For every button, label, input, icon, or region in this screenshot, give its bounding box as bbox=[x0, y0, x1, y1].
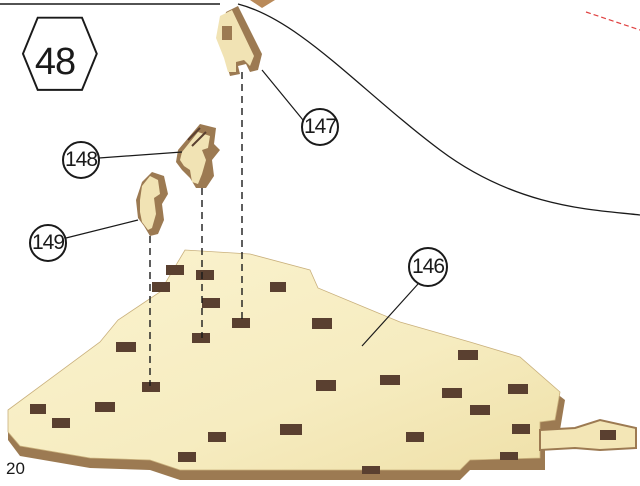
part-149 bbox=[136, 172, 168, 236]
slot bbox=[95, 402, 115, 412]
slot bbox=[166, 265, 184, 275]
callout-circle-icon bbox=[301, 108, 339, 146]
page-number: 20 bbox=[6, 459, 25, 478]
callout-circle-icon bbox=[62, 141, 100, 179]
slot bbox=[30, 404, 46, 414]
slot bbox=[380, 375, 400, 385]
part-147 bbox=[216, 6, 262, 76]
slot bbox=[458, 350, 478, 360]
slot bbox=[52, 418, 70, 428]
slot bbox=[280, 424, 302, 435]
slot bbox=[208, 432, 226, 442]
base-plate-146 bbox=[7, 249, 561, 471]
slot bbox=[270, 282, 286, 292]
callout-148: 148 bbox=[64, 148, 98, 171]
slot bbox=[470, 405, 490, 415]
slot bbox=[202, 298, 220, 308]
red-dashed-guide bbox=[585, 11, 640, 31]
slot bbox=[196, 270, 214, 280]
partial-part-top bbox=[250, 0, 275, 8]
slot bbox=[500, 452, 518, 460]
leader-148 bbox=[98, 151, 183, 159]
slot bbox=[508, 384, 528, 394]
base-plate-slots bbox=[30, 265, 530, 474]
leader-146 bbox=[361, 283, 419, 347]
slot bbox=[232, 318, 250, 328]
step-number: 48 bbox=[34, 40, 76, 83]
tab-slot bbox=[600, 430, 616, 440]
callout-circle-icon bbox=[408, 247, 448, 287]
leader-lines bbox=[65, 69, 419, 347]
leader-149 bbox=[65, 219, 139, 239]
slot bbox=[152, 282, 170, 292]
callout-circle-icon bbox=[29, 224, 67, 262]
slot bbox=[316, 380, 336, 391]
part-148 bbox=[176, 124, 220, 188]
leader-147 bbox=[261, 69, 304, 121]
placement-guides bbox=[149, 72, 243, 386]
slot bbox=[116, 342, 136, 352]
curved-guide-line bbox=[237, 3, 640, 216]
slot bbox=[362, 466, 380, 474]
slot bbox=[312, 318, 332, 329]
slot bbox=[192, 333, 210, 343]
hexagon-step-badge-icon bbox=[21, 16, 98, 91]
slot bbox=[406, 432, 424, 442]
slot bbox=[142, 382, 160, 392]
callout-146: 146 bbox=[411, 255, 445, 278]
slot bbox=[178, 452, 196, 462]
slot bbox=[442, 388, 462, 398]
slot bbox=[512, 424, 530, 434]
callout-147: 147 bbox=[303, 115, 337, 138]
base-plate-tab bbox=[539, 418, 637, 452]
callout-149: 149 bbox=[31, 231, 65, 254]
